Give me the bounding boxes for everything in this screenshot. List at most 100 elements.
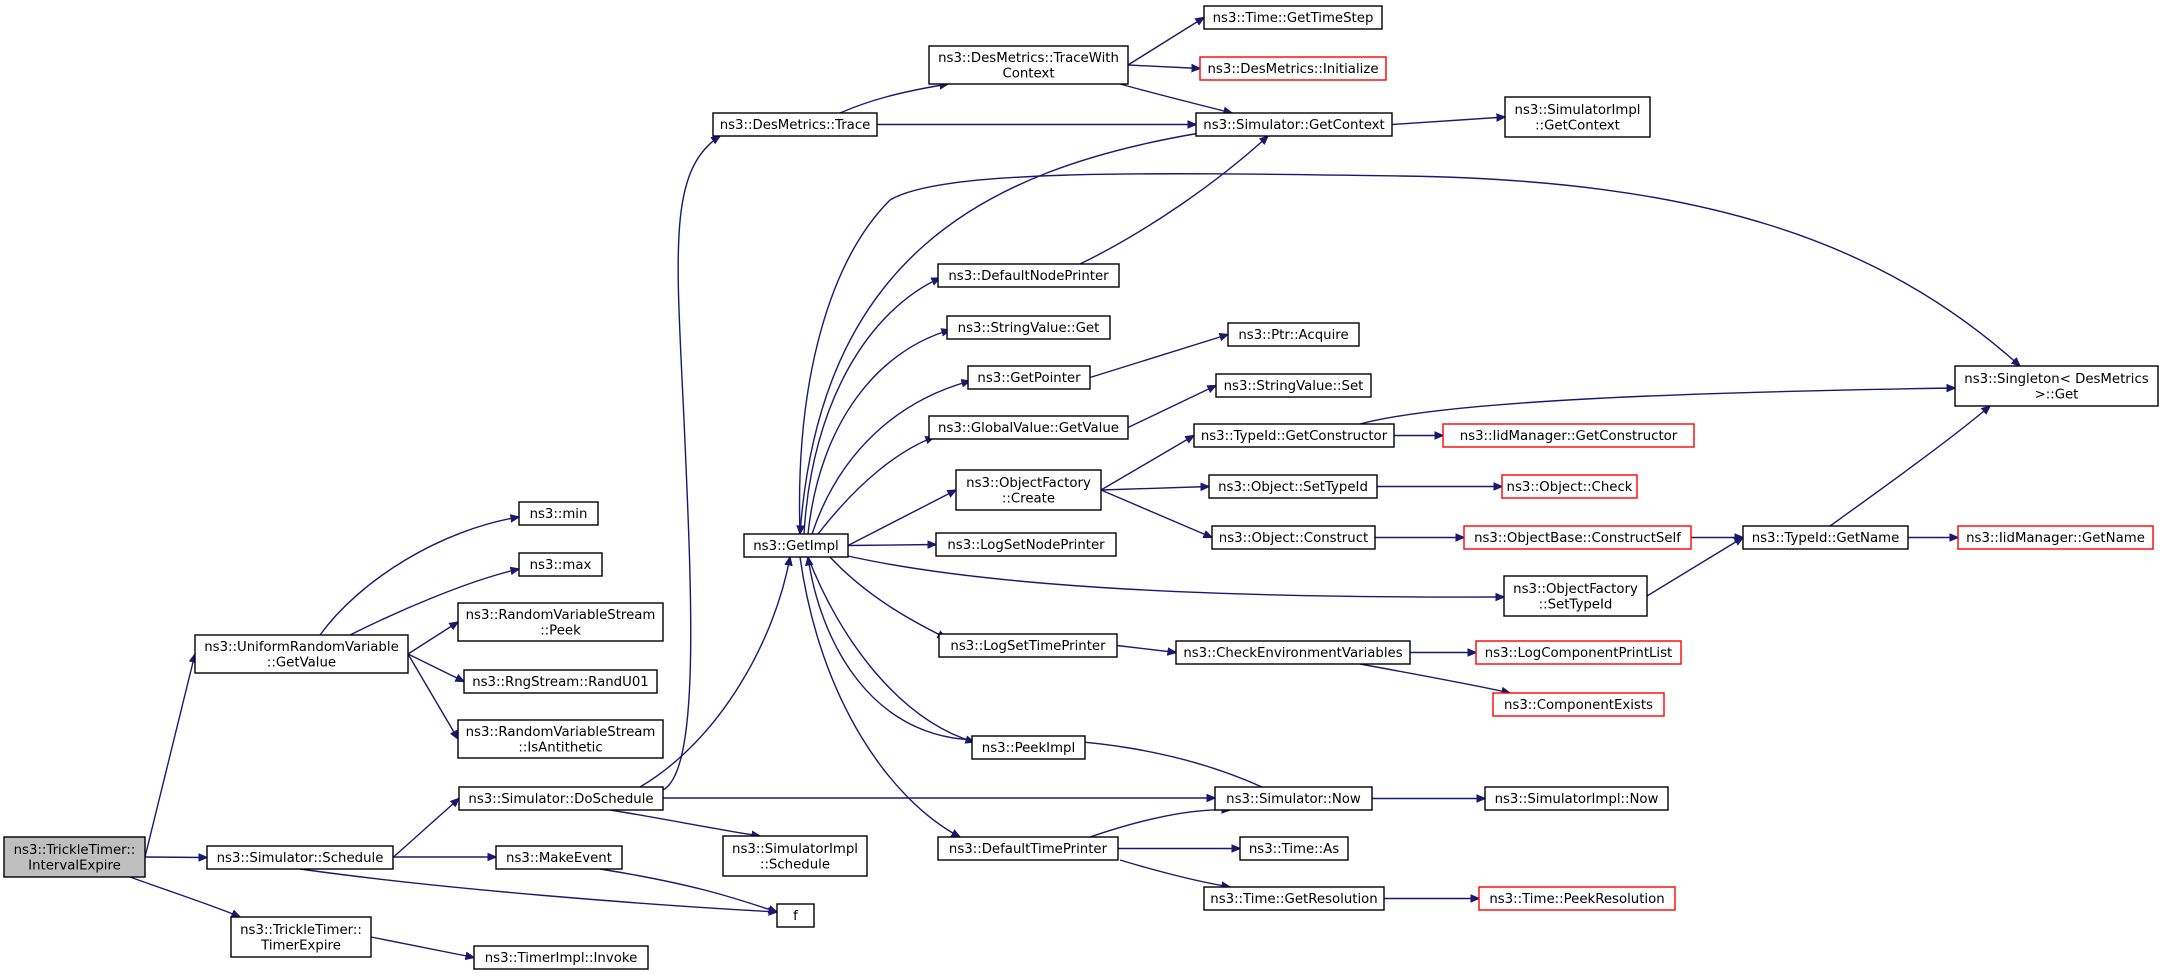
node-time-peekresolution[interactable]: ns3::Time::PeekResolution — [1478, 886, 1676, 911]
node-box — [1211, 525, 1376, 550]
node-root[interactable]: ns3::TrickleTimer::IntervalExpire — [3, 836, 146, 878]
node-checkenvvars[interactable]: ns3::CheckEnvironmentVariables — [1175, 640, 1411, 665]
node-rng-randu01[interactable]: ns3::RngStream::RandU01 — [463, 669, 658, 694]
node-box — [928, 415, 1129, 440]
node-defaulttimeprinter[interactable]: ns3::DefaultTimePrinter — [937, 836, 1119, 861]
node-box — [1214, 786, 1373, 811]
node-logsetnodeprinter[interactable]: ns3::LogSetNodePrinter — [935, 532, 1117, 557]
node-stringvalue-get[interactable]: ns3::StringValue::Get — [946, 315, 1111, 340]
node-objectfactory-settypeid[interactable]: ns3::ObjectFactory::SetTypeId — [1503, 575, 1648, 617]
node-desmetrics-initialize[interactable]: ns3::DesMetrics::Initialize — [1199, 56, 1387, 81]
node-box — [1957, 525, 2154, 550]
node-globalvalue-getvalue[interactable]: ns3::GlobalValue::GetValue — [928, 415, 1129, 440]
node-ptr-acquire[interactable]: ns3::Ptr::Acquire — [1227, 322, 1360, 347]
node-time-gettimestep[interactable]: ns3::Time::GetTimeStep — [1203, 5, 1383, 30]
node-box — [1193, 423, 1395, 448]
node-box — [938, 633, 1118, 658]
node-label: TimerExpire — [260, 938, 341, 953]
node-label: ns3::UniformRandomVariable — [204, 640, 399, 655]
node-stringvalue-set[interactable]: ns3::StringValue::Set — [1215, 373, 1372, 398]
edge-sim-doschedule-to-desmetrics-trace — [662, 136, 720, 791]
node-box — [1954, 365, 2159, 407]
node-typeid-getname[interactable]: ns3::TypeId::GetName — [1742, 525, 1909, 550]
edge-urv-getvalue-to-max — [349, 569, 519, 636]
node-label: ns3::TrickleTimer:: — [240, 923, 362, 938]
edge-objectfactory-create-to-object-settypeid — [1100, 487, 1209, 491]
node-iidmanager-getconstructor[interactable]: ns3::IidManager::GetConstructor — [1442, 423, 1695, 448]
node-sim-now[interactable]: ns3::Simulator::Now — [1214, 786, 1373, 811]
node-label: ns3::Simulator::Now — [1226, 792, 1361, 807]
node-sim-getcontext[interactable]: ns3::Simulator::GetContext — [1195, 112, 1393, 137]
node-desmetrics-trace[interactable]: ns3::DesMetrics::Trace — [712, 112, 878, 137]
node-label: ns3::ObjectBase::ConstructSelf — [1474, 531, 1681, 546]
node-label: ns3::CheckEnvironmentVariables — [1183, 646, 1402, 661]
edges-layer — [129, 18, 2020, 958]
node-objectbase-constructself[interactable]: ns3::ObjectBase::ConstructSelf — [1463, 525, 1692, 550]
edge-objectfactory-create-to-object-construct — [1100, 489, 1212, 539]
node-sim-schedule[interactable]: ns3::Simulator::Schedule — [206, 845, 394, 870]
edge-defaulttimeprinter-to-sim-now — [1089, 810, 1230, 838]
node-f[interactable]: f — [776, 903, 815, 928]
node-defaultnodeprinter[interactable]: ns3::DefaultNodePrinter — [937, 263, 1120, 288]
node-componentexists[interactable]: ns3::ComponentExists — [1492, 692, 1665, 717]
node-label: ns3::MakeEvent — [506, 851, 612, 866]
node-time-getresolution[interactable]: ns3::Time::GetResolution — [1203, 886, 1385, 911]
node-label: ns3::Time::PeekResolution — [1489, 892, 1664, 907]
node-label: ns3::Object::Check — [1507, 480, 1633, 495]
node-label: ns3::PeekImpl — [982, 741, 1075, 756]
node-getimpl[interactable]: ns3::GetImpl — [743, 533, 849, 558]
node-urv-getvalue[interactable]: ns3::UniformRandomVariable::GetValue — [194, 634, 409, 674]
node-peekimpl[interactable]: ns3::PeekImpl — [971, 735, 1086, 760]
node-box — [1203, 886, 1385, 911]
node-timerimpl-invoke[interactable]: ns3::TimerImpl::Invoke — [473, 945, 649, 970]
node-box — [1742, 525, 1909, 550]
node-box — [971, 735, 1086, 760]
node-box — [1239, 836, 1349, 861]
node-box — [206, 845, 394, 870]
node-label: ns3::SimulatorImpl — [1515, 103, 1641, 118]
node-box — [1492, 692, 1665, 717]
node-logsettimeprinter[interactable]: ns3::LogSetTimePrinter — [938, 633, 1118, 658]
node-label: ns3::Time::As — [1249, 842, 1339, 857]
node-max[interactable]: ns3::max — [518, 552, 603, 577]
edge-globalvalue-getvalue-to-stringvalue-set — [1127, 386, 1216, 429]
node-label: ::Schedule — [760, 857, 830, 872]
edge-getimpl-to-defaulttimeprinter — [799, 556, 960, 837]
node-object-check[interactable]: ns3::Object::Check — [1501, 474, 1638, 499]
node-makeevent[interactable]: ns3::MakeEvent — [495, 845, 623, 870]
edge-typeid-getname-to-singleton-get — [1829, 406, 1990, 527]
node-label: ns3::ObjectFactory — [1513, 582, 1638, 597]
node-label: ::GetValue — [267, 655, 336, 670]
node-label: ns3::SimulatorImpl — [732, 842, 858, 857]
edge-urv-getvalue-to-min — [319, 517, 519, 636]
node-iidmanager-getname[interactable]: ns3::IidManager::GetName — [1957, 525, 2154, 550]
node-label: ns3::ComponentExists — [1504, 698, 1653, 713]
node-trickle-timerexpire[interactable]: ns3::TrickleTimer::TimerExpire — [230, 916, 372, 958]
edge-getimpl-to-getpointer — [811, 381, 970, 535]
edge-getimpl-to-logsetnodeprinter — [847, 545, 936, 546]
node-box — [928, 45, 1129, 85]
node-object-settypeid[interactable]: ns3::Object::SetTypeId — [1208, 474, 1378, 499]
node-logcomponentprintlist[interactable]: ns3::LogComponentPrintList — [1475, 640, 1682, 665]
node-min[interactable]: ns3::min — [518, 501, 599, 526]
node-simimpl-schedule[interactable]: ns3::SimulatorImpl::Schedule — [722, 835, 868, 877]
node-object-construct[interactable]: ns3::Object::Construct — [1211, 525, 1376, 550]
node-getpointer[interactable]: ns3::GetPointer — [967, 365, 1091, 390]
node-rvs-peek[interactable]: ns3::RandomVariableStream::Peek — [457, 602, 664, 642]
node-time-as[interactable]: ns3::Time::As — [1239, 836, 1349, 861]
node-simimpl-now[interactable]: ns3::SimulatorImpl::Now — [1484, 786, 1669, 811]
node-objectfactory-create[interactable]: ns3::ObjectFactory::Create — [955, 469, 1102, 511]
node-rvs-isantithetic[interactable]: ns3::RandomVariableStream::IsAntithetic — [457, 719, 664, 759]
node-box — [458, 786, 664, 811]
node-sim-doschedule[interactable]: ns3::Simulator::DoSchedule — [458, 786, 664, 811]
node-label: ns3::DesMetrics::Trace — [720, 118, 871, 133]
node-simimpl-getcontext[interactable]: ns3::SimulatorImpl::GetContext — [1504, 96, 1651, 138]
edge-defaulttimeprinter-to-time-getresolution — [1119, 859, 1230, 887]
node-singleton-get[interactable]: ns3::Singleton< DesMetrics >::Get — [1954, 365, 2159, 407]
node-label: ns3::GlobalValue::GetValue — [938, 421, 1119, 436]
node-box — [1208, 474, 1378, 499]
node-typeid-getconstructor[interactable]: ns3::TypeId::GetConstructor — [1193, 423, 1395, 448]
node-label: ::IsAntithetic — [518, 740, 602, 755]
node-box — [937, 836, 1119, 861]
